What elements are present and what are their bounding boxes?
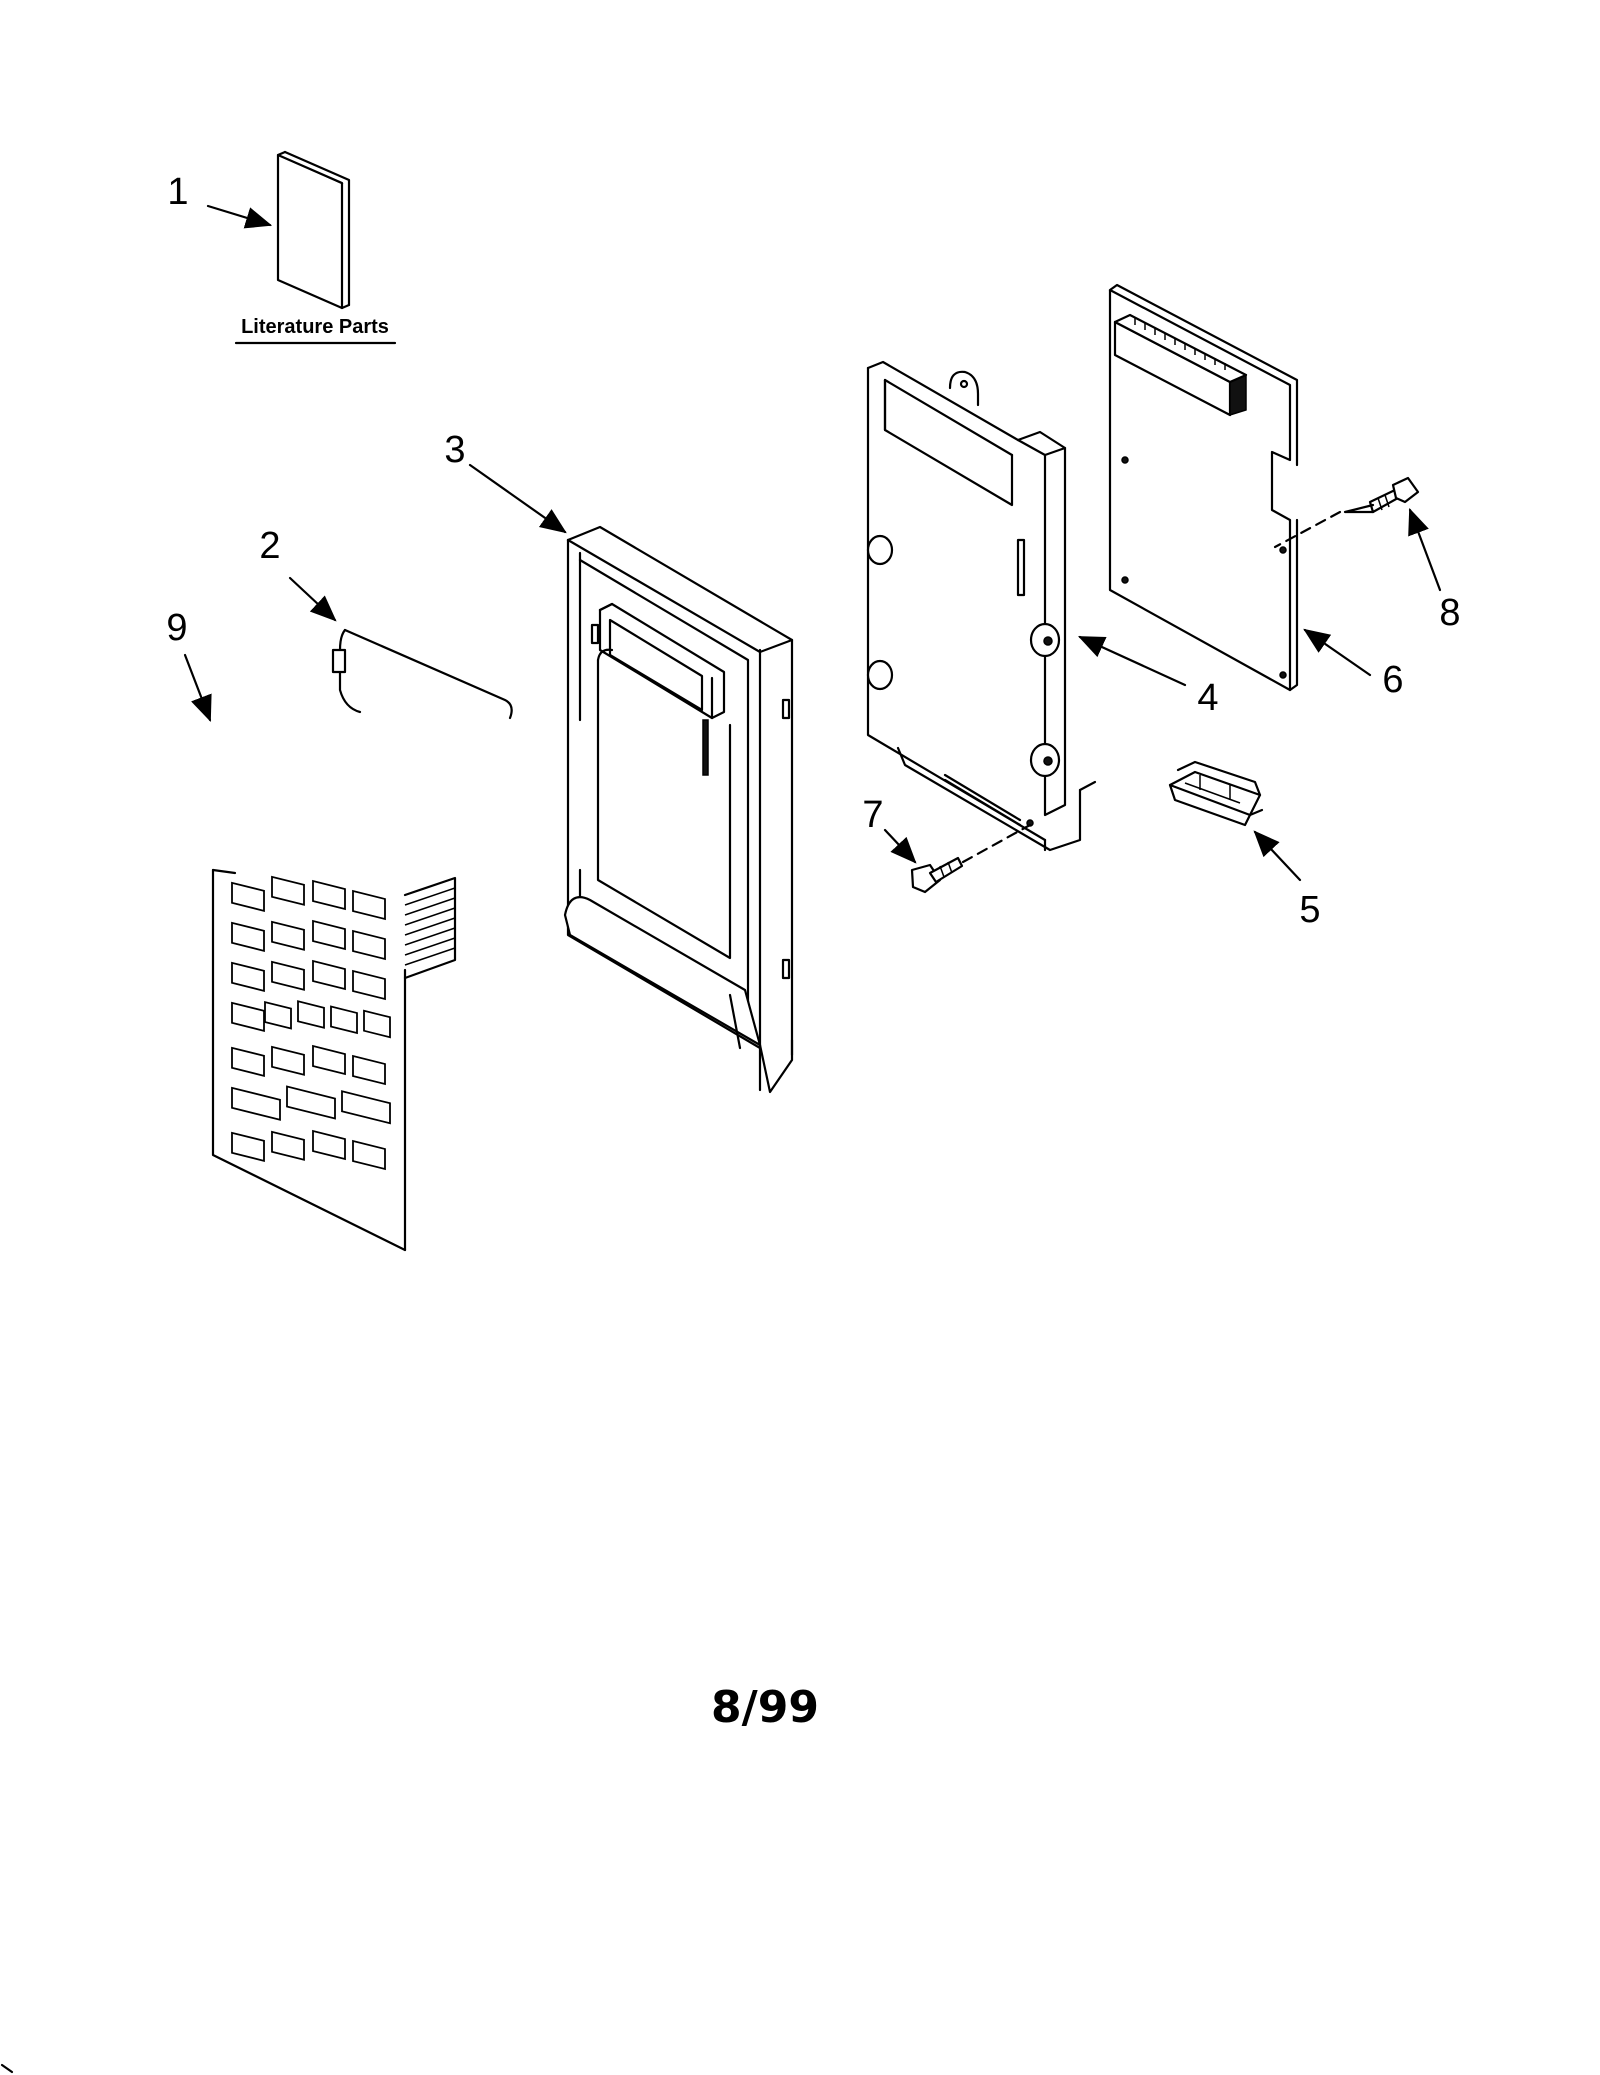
part-label-6: 6 bbox=[1382, 659, 1403, 701]
literature-booklet-icon bbox=[276, 150, 351, 310]
screw-icon bbox=[1343, 476, 1420, 514]
leader-arrow-7 bbox=[883, 828, 917, 864]
part-label-2: 2 bbox=[259, 525, 280, 567]
scan-mark bbox=[0, 2063, 14, 2074]
part-label-3: 3 bbox=[444, 429, 465, 471]
leader-arrow-2 bbox=[288, 576, 337, 622]
part-label-9: 9 bbox=[166, 607, 187, 649]
window-film-icon bbox=[331, 628, 513, 720]
switch-holder-icon bbox=[1168, 760, 1264, 827]
leader-arrow-1 bbox=[206, 204, 273, 229]
part-label-8: 8 bbox=[1439, 592, 1460, 634]
leader-arrow-4 bbox=[1077, 635, 1187, 687]
part-label-5: 5 bbox=[1299, 889, 1320, 931]
leader-arrow-6 bbox=[1303, 628, 1372, 677]
part-label-4: 4 bbox=[1197, 677, 1218, 719]
leader-arrow-3 bbox=[468, 463, 567, 534]
circuit-board-icon bbox=[1108, 283, 1299, 692]
control-panel-frame-icon bbox=[563, 525, 794, 1094]
literature-parts-label: Literature Parts bbox=[241, 316, 389, 338]
leader-arrow-8 bbox=[1408, 507, 1442, 592]
screw-icon bbox=[910, 856, 964, 894]
part-label-1: 1 bbox=[167, 171, 188, 213]
control-bracket-icon bbox=[866, 360, 1097, 852]
dashed-leader-8 bbox=[1273, 510, 1342, 549]
dashed-leader-7 bbox=[961, 823, 1032, 864]
revision-date: 8/99 bbox=[711, 1682, 819, 1733]
leader-arrow-5 bbox=[1253, 830, 1302, 882]
part-label-7: 7 bbox=[862, 794, 883, 836]
keypad-membrane-icon bbox=[211, 868, 457, 1252]
leader-arrow-9 bbox=[183, 653, 212, 723]
